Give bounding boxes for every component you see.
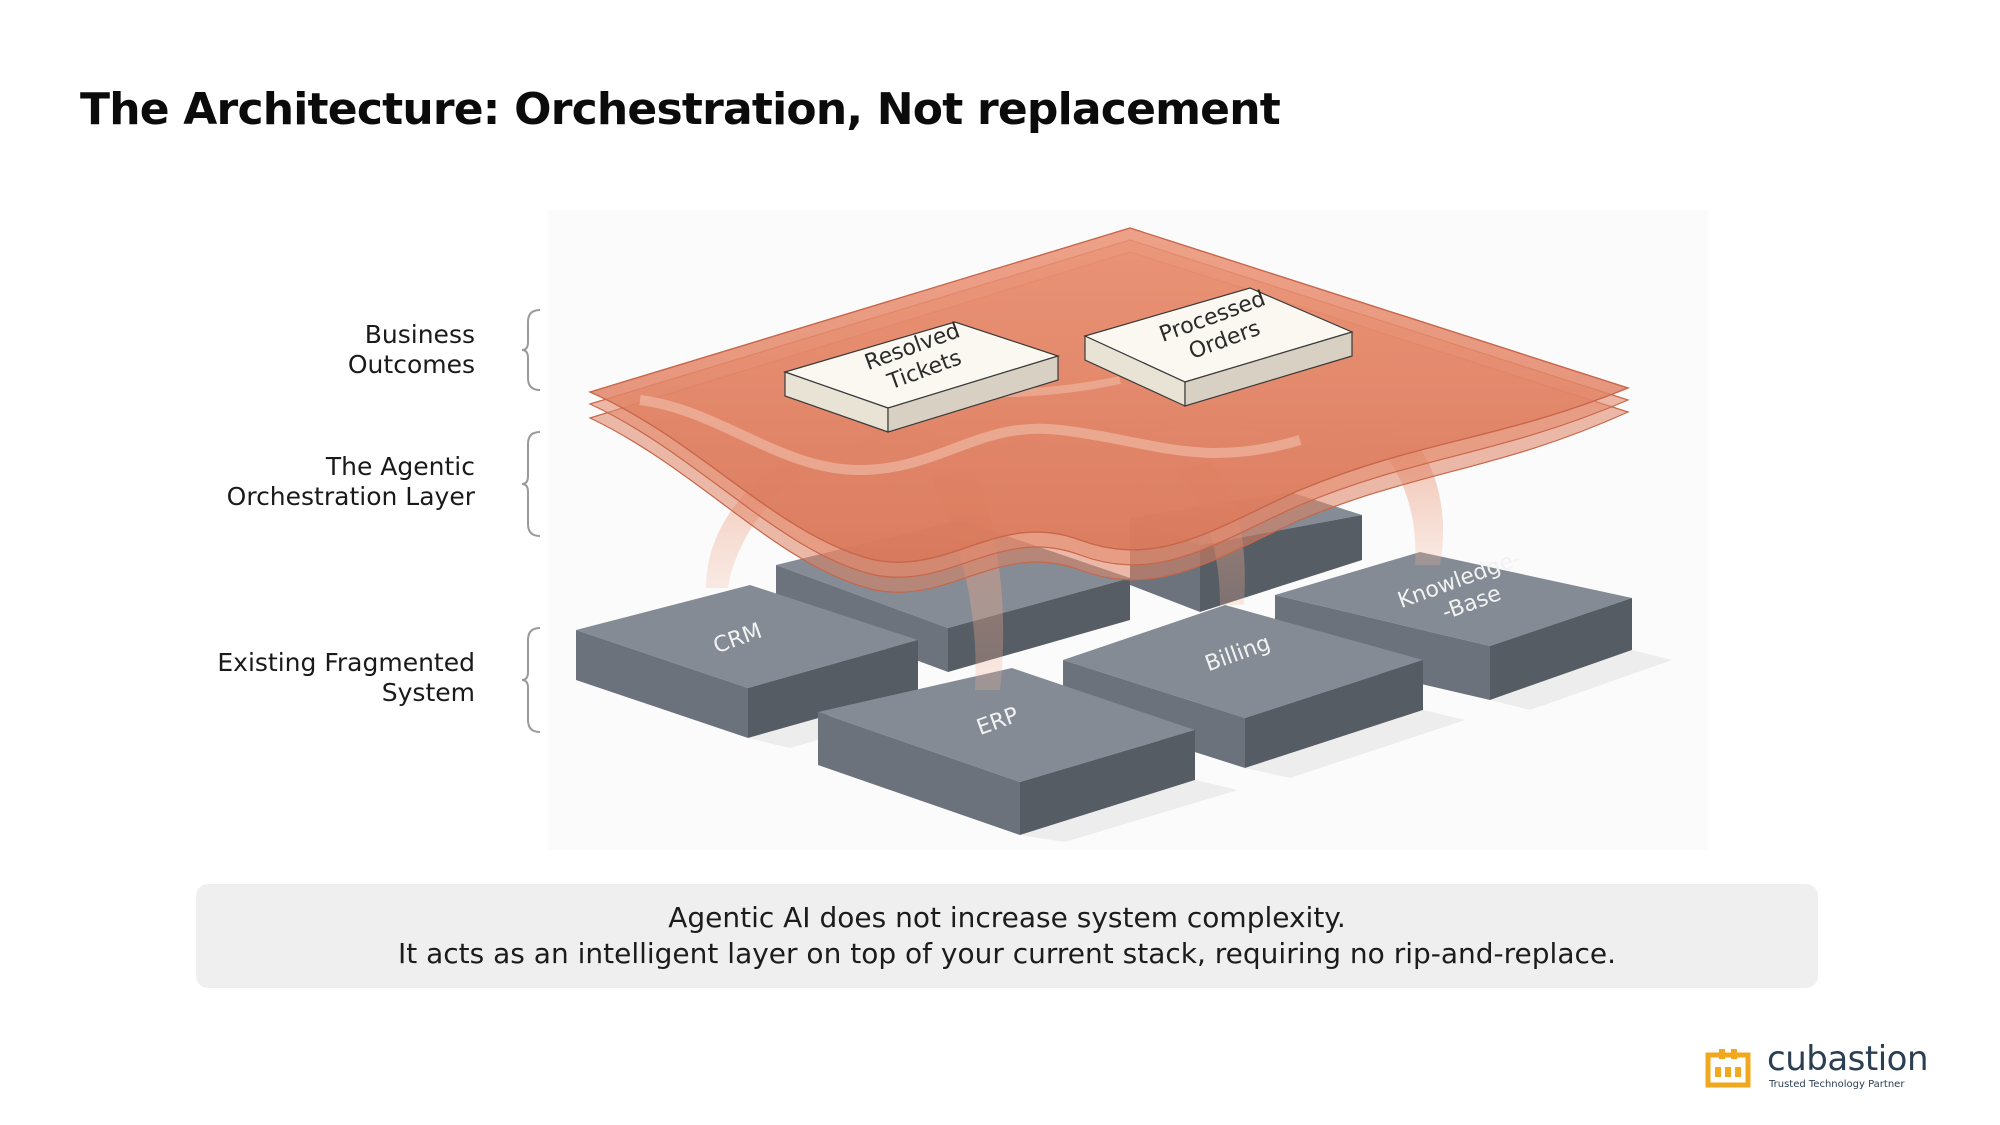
caption-line-1: Agentic AI does not increase system comp… bbox=[668, 901, 1346, 934]
logo-tagline: Trusted Technology Partner bbox=[1769, 1079, 1905, 1090]
caption-line-2: It acts as an intelligent layer on top o… bbox=[397, 937, 1616, 970]
label-orchestration-layer: The Agentic Orchestration Layer bbox=[226, 452, 475, 511]
system-block-erp: ERP bbox=[818, 668, 1238, 842]
orchestration-layer bbox=[587, 227, 1631, 593]
label-business-outcomes: Business Outcomes bbox=[347, 320, 475, 379]
brace-existing-system bbox=[521, 627, 541, 733]
system-block-knowledge-base: Knowledge- -Base bbox=[1275, 546, 1672, 710]
outcome-card-processed-orders: Processed Orders bbox=[1083, 286, 1354, 407]
summary-caption: Agentic AI does not increase system comp… bbox=[196, 884, 1818, 988]
cubastion-logo-icon bbox=[1705, 1049, 1751, 1088]
brace-orchestration-layer bbox=[521, 431, 541, 537]
label-existing-system: Existing Fragmented System bbox=[217, 648, 475, 707]
system-block-billing: Billing bbox=[1063, 605, 1465, 778]
logo-name: cubastion bbox=[1767, 1039, 1929, 1079]
outcome-card-resolved-tickets: Resolved Tickets bbox=[783, 318, 1060, 433]
architecture-diagram: Knowledge- -Base CRM Billing ERP bbox=[548, 210, 1708, 850]
company-logo: cubastion Trusted Technology Partner bbox=[1705, 1039, 1945, 1095]
brace-business-outcomes bbox=[521, 309, 541, 391]
page-title: The Architecture: Orchestration, Not rep… bbox=[80, 84, 1281, 135]
